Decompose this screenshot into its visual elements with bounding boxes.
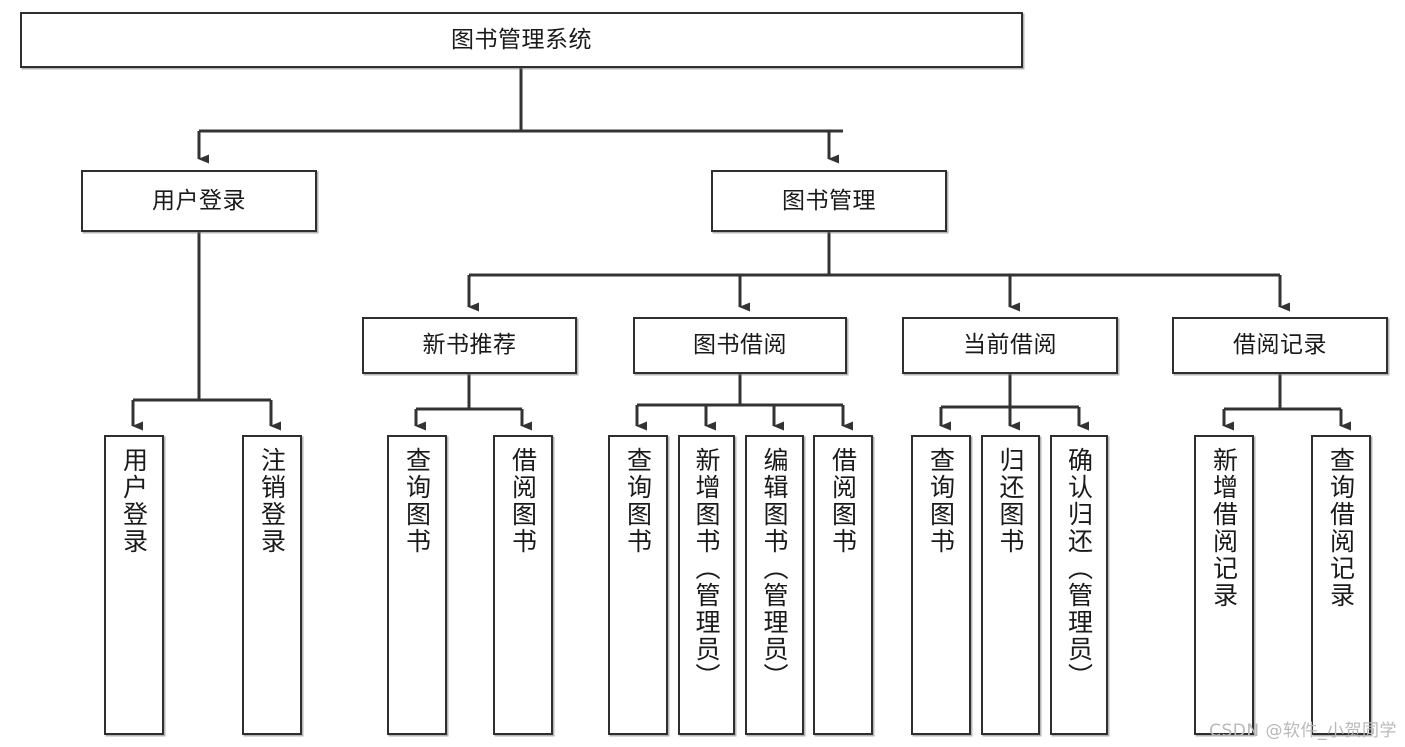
node-label: 查询图书: [402, 447, 432, 555]
node-leaf-borrow-books-borrow[interactable]: 借阅图书: [813, 435, 873, 735]
node-user-login[interactable]: 用户登录: [81, 170, 317, 232]
node-label: 新增借阅记录: [1209, 447, 1239, 609]
node-current-borrowing[interactable]: 当前借阅: [902, 317, 1118, 374]
node-label: 当前借阅: [963, 332, 1057, 359]
node-label: 图书管理: [782, 187, 876, 214]
node-leaf-search-books-borrow[interactable]: 查询图书: [608, 435, 668, 735]
node-leaf-user-login[interactable]: 用户登录: [104, 435, 164, 735]
node-label: 图书管理系统: [451, 26, 592, 53]
node-label: 用户登录: [119, 447, 149, 555]
node-label: 借阅记录: [1233, 332, 1327, 359]
node-label: 查询借阅记录: [1326, 447, 1356, 609]
node-leaf-confirm-return-admin[interactable]: 确认归还（管理员）: [1050, 435, 1108, 735]
node-label: 图书借阅: [693, 332, 787, 359]
node-label: 查询图书: [623, 447, 653, 555]
node-label: 新书推荐: [422, 332, 517, 359]
node-book-borrowing[interactable]: 图书借阅: [633, 317, 847, 374]
node-leaf-search-books-current[interactable]: 查询图书: [911, 435, 971, 735]
node-leaf-search-books-newbooks[interactable]: 查询图书: [387, 435, 447, 735]
node-leaf-borrow-books-newbooks[interactable]: 借阅图书: [493, 435, 553, 735]
node-label: 借阅图书: [508, 447, 538, 555]
node-label: 新增图书（管理员）: [692, 447, 721, 690]
node-borrowing-records[interactable]: 借阅记录: [1172, 317, 1388, 374]
node-leaf-edit-book-admin[interactable]: 编辑图书（管理员）: [745, 435, 804, 735]
node-leaf-return-books[interactable]: 归还图书: [981, 435, 1040, 735]
node-leaf-add-book-admin[interactable]: 新增图书（管理员）: [678, 435, 735, 735]
node-label: 确认归还（管理员）: [1064, 447, 1094, 690]
node-new-book-recommendation[interactable]: 新书推荐: [362, 317, 577, 374]
node-leaf-add-borrow-record[interactable]: 新增借阅记录: [1194, 435, 1254, 735]
node-root-book-management-system[interactable]: 图书管理系统: [20, 12, 1023, 68]
node-label: 查询图书: [926, 447, 956, 555]
node-book-management[interactable]: 图书管理: [711, 170, 947, 232]
node-label: 编辑图书（管理员）: [760, 447, 789, 690]
node-label: 借阅图书: [828, 447, 858, 555]
node-label: 用户登录: [152, 187, 246, 214]
node-label: 归还图书: [996, 447, 1025, 555]
node-leaf-search-borrow-record[interactable]: 查询借阅记录: [1311, 435, 1371, 735]
node-leaf-logout[interactable]: 注销登录: [242, 435, 302, 735]
node-label: 注销登录: [257, 447, 287, 555]
